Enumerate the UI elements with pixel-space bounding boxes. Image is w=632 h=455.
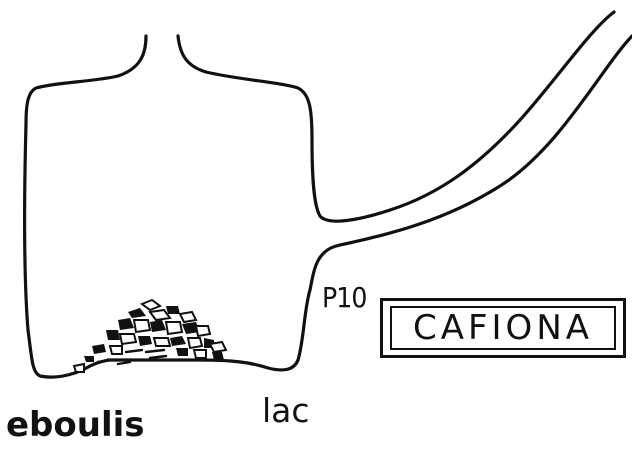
cave-name-box: CAFIONA <box>380 298 626 358</box>
scree-label: eboulis <box>6 408 145 442</box>
chamber-right-wall <box>178 12 614 221</box>
cave-name: CAFIONA <box>413 311 593 345</box>
station-label: P10 <box>322 284 367 312</box>
lake-label: lac <box>262 394 310 427</box>
cave-name-frame: CAFIONA <box>390 306 616 350</box>
